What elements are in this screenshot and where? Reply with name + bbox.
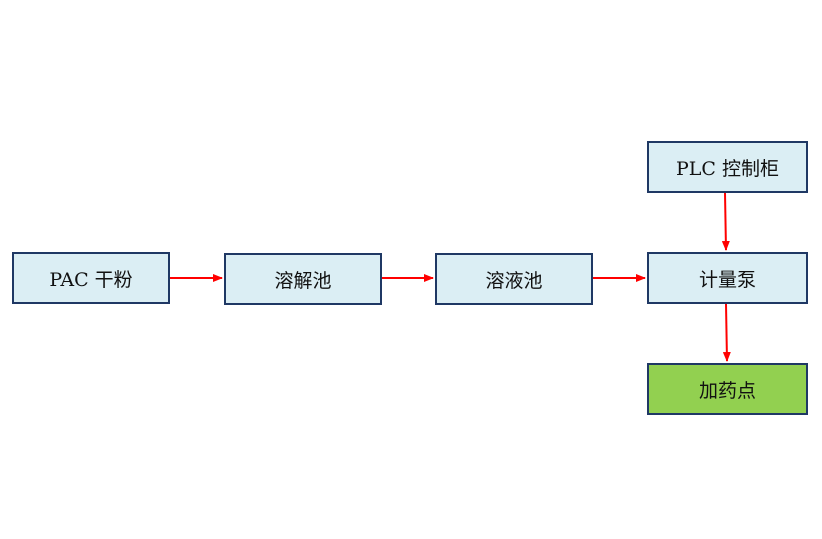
pac-powder-box: PAC 干粉 — [12, 252, 170, 304]
arrow-plc-to-pump — [721, 192, 730, 251]
arrow-pump-to-dosing — [722, 303, 731, 362]
dosing-point-label: 加药点 — [698, 379, 756, 402]
dissolving-tank-label: 溶解池 — [274, 269, 332, 292]
metering-pump-label: 计量泵 — [698, 268, 756, 291]
pac-powder-label: PAC 干粉 — [49, 268, 133, 291]
solution-tank-label: 溶液池 — [485, 269, 543, 292]
dosing-point-box: 加药点 — [647, 363, 808, 415]
dissolving-tank-box: 溶解池 — [224, 253, 382, 305]
solution-tank-box: 溶液池 — [435, 253, 593, 305]
metering-pump-box: 计量泵 — [647, 252, 808, 304]
plc-cabinet-box: PLC 控制柜 — [647, 141, 808, 193]
plc-cabinet-label: PLC 控制柜 — [676, 157, 779, 180]
